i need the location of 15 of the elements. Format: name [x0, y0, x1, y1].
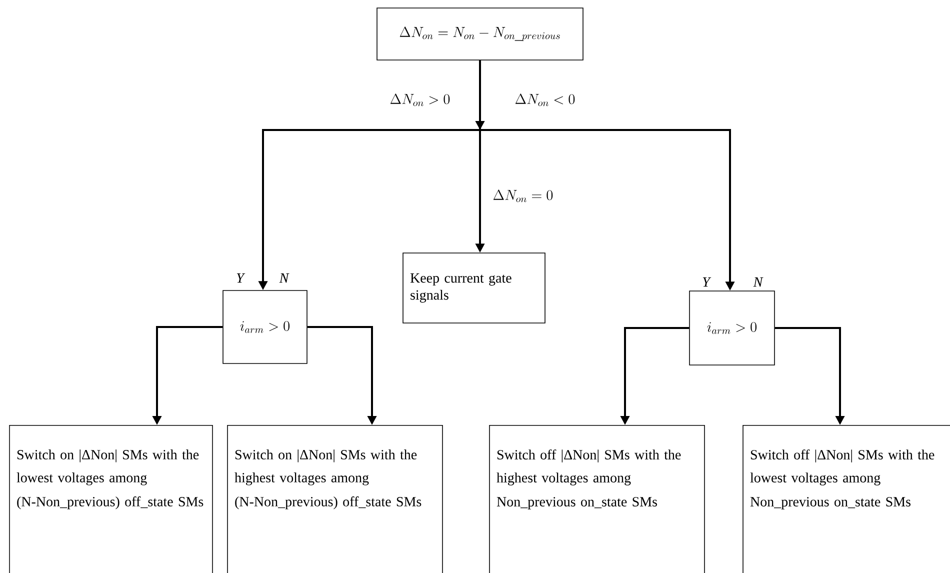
edge-label: $\Delta N_{on} < 0$	[514, 93, 576, 107]
branch-label: Y	[702, 277, 712, 287]
process-box: Switch on |ΔNon| SMs with the lowest voltages among (N-Non_previous) off_state SMs	[9, 425, 213, 573]
formula-box: $\Delta N_{on} = N_{on} - N_{on\_previous}$	[376, 8, 584, 60]
decision-box: $i_{arm} > 0$	[222, 290, 308, 364]
process-box: Switch on |ΔNon| SMs with the highest voltages among (N-Non_previous) off_state SMs	[227, 425, 443, 573]
branch-label: N	[753, 277, 764, 287]
branch-label: N	[279, 273, 290, 283]
process-box: Keep current gate signals	[402, 252, 546, 324]
edge-label: $\Delta N_{on} > 0$	[388, 93, 452, 107]
branch-label: Y	[236, 273, 246, 283]
decision-box: $i_{arm} > 0$	[689, 290, 775, 366]
edge-label: $\Delta N_{on} = 0$	[492, 189, 554, 203]
process-box: Switch off |ΔNon| SMs with the lowest voltages among Non_previous on_state SMs	[742, 425, 950, 573]
process-box: Switch off |ΔNon| SMs with the highest voltages among Non_previous on_state SMs	[489, 425, 705, 573]
